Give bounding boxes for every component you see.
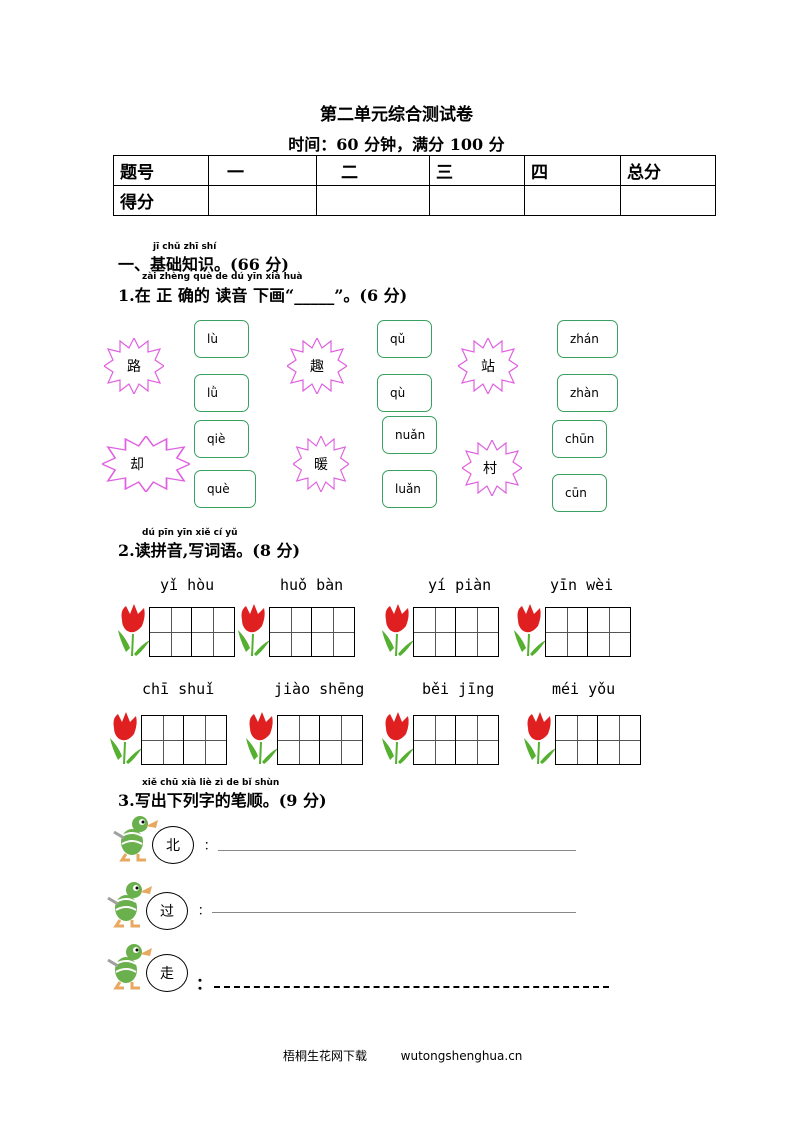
star-badge: 暖 [293,436,349,492]
star-char: 路 [127,359,141,375]
table-cell: 得分 [113,185,209,216]
star-char: 暖 [314,457,328,473]
pinyin-option-box[interactable]: lǜ [194,374,249,412]
pinyin-prompt: jiào shēng [274,680,365,698]
score-table-header-row: 题号 一 二 三 四 总分 [113,155,716,186]
writing-grid[interactable] [413,607,499,657]
section-heading: 一、基础知识。(66 分) [118,255,289,274]
pinyin-option-box[interactable]: qiè [194,420,249,458]
footer-site-url[interactable]: wutongshenghua.cn [400,1049,523,1063]
star-badge: 站 [458,338,518,394]
score-input-cell[interactable] [620,185,716,216]
page-title: 第二单元综合测试卷 [320,105,473,125]
tulip-icon [381,712,415,765]
footer-site-name: 梧桐生花网下载 [283,1049,368,1063]
tulip-icon [109,712,143,765]
page-subtitle: 时间：60 分钟，满分 100 分 [288,135,505,154]
star-char: 趣 [310,359,324,375]
pinyin-option-box[interactable]: lù [194,320,249,358]
pinyin-prompt: yí piàn [428,576,492,594]
pinyin-prompt: yīn wèi [550,576,614,594]
question-pinyin: zài zhèng què de dú yīn xià huà [142,272,303,282]
colon: ： [204,839,215,852]
star-badge: 却 [102,436,190,492]
score-input-cell[interactable] [316,185,430,216]
tulip-icon [237,604,271,657]
pinyin-option-box[interactable]: què [194,470,256,508]
pinyin-option-box[interactable]: qù [377,374,432,412]
pinyin-prompt: huǒ bàn [280,576,344,594]
table-cell: 四 [524,155,621,186]
answer-line[interactable] [212,912,576,913]
pinyin-option-box[interactable]: zhán [557,320,618,358]
pinyin-prompt: méi yǒu [552,680,616,698]
stroke-char-circle: 走 [146,954,188,992]
pinyin-option-box[interactable]: chūn [552,420,607,458]
pinyin-prompt: běi jīng [422,680,495,698]
pinyin-option-box[interactable]: nuǎn [382,416,437,454]
writing-grid[interactable] [413,715,499,765]
table-cell: 题号 [113,155,209,186]
score-input-cell[interactable] [429,185,525,216]
table-cell: 总分 [620,155,716,186]
writing-grid[interactable] [141,715,227,765]
pinyin-option-box[interactable]: zhàn [557,374,618,412]
tulip-icon [523,712,557,765]
answer-line[interactable] [214,986,609,988]
writing-grid[interactable] [149,607,235,657]
heading-pinyin: jī chǔ zhī shí [153,242,217,252]
pinyin-prompt: chī shuǐ [142,680,215,698]
pinyin-option-box[interactable]: luǎn [382,470,437,508]
table-cell: 三 [429,155,525,186]
colon: ： [196,974,213,993]
tulip-icon [513,604,547,657]
score-input-cell[interactable] [208,185,317,216]
writing-grid[interactable] [269,607,355,657]
pinyin-prompt: yǐ hòu [160,576,215,594]
question-3: 3.写出下列字的笔顺。(9 分) [118,791,327,810]
writing-grid[interactable] [545,607,631,657]
star-badge: 村 [462,440,522,496]
footer: 梧桐生花网下载 wutongshenghua.cn [283,1047,522,1064]
star-char: 村 [483,461,497,477]
pinyin-option-box[interactable]: cūn [552,474,607,512]
question-2: 2.读拼音,写词语。(8 分) [118,541,301,560]
question-pinyin: dú pīn yīn xiě cí yǔ [142,528,238,538]
pinyin-option-box[interactable]: qǔ [377,320,432,358]
score-table-score-row: 得分 [113,185,716,216]
tulip-icon [245,712,279,765]
table-cell: 二 [316,155,430,186]
score-table: 题号 一 二 三 四 总分 得分 [113,155,716,216]
stroke-char-circle: 北 [152,826,194,864]
table-cell: 一 [208,155,317,186]
question-pinyin: xiě chū xià liè zì de bǐ shùn [142,778,280,788]
tulip-icon [381,604,415,657]
writing-grid[interactable] [555,715,641,765]
stroke-char-circle: 过 [146,892,188,930]
star-char: 站 [481,359,495,375]
star-badge: 路 [104,338,164,394]
star-badge: 趣 [287,338,347,394]
writing-grid[interactable] [277,715,363,765]
colon: ： [198,904,209,917]
answer-line[interactable] [218,850,576,851]
question-1: 1.在 正 确的 读音 下画“_____”。(6 分) [118,286,408,305]
tulip-icon [117,604,151,657]
star-char: 却 [130,457,144,473]
score-input-cell[interactable] [524,185,621,216]
